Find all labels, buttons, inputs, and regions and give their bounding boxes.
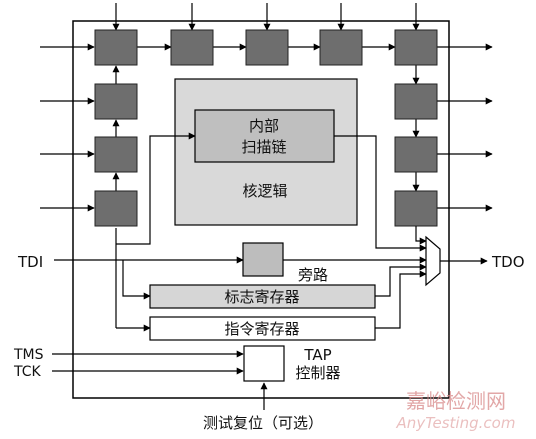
watermark-line2: AnyTesting.com (396, 414, 516, 432)
instruction-register-label: 指令寄存器 (224, 320, 299, 338)
watermark: 嘉峪检测网 AnyTesting.com (396, 389, 516, 432)
internal-chain-label-line2: 扫描链 (241, 138, 286, 156)
tms-label: TMS (13, 347, 44, 363)
boundary-cell (94, 136, 138, 173)
bypass-register (242, 242, 284, 277)
tap-label-line1: TAP (303, 346, 331, 364)
boundary-cell (94, 83, 138, 120)
boundary-cell (94, 29, 138, 66)
mux-input-routing (283, 135, 427, 329)
right-output-pins (437, 43, 493, 212)
tdi-routing (54, 132, 244, 332)
internal-scan-chain-block (194, 109, 335, 163)
tap-label-line2: 控制器 (295, 364, 340, 382)
tap-controller (243, 345, 285, 382)
internal-chain-label-line1: 内部 (249, 117, 279, 135)
boundary-cell (170, 29, 214, 66)
boundary-cell (394, 190, 438, 227)
boundary-cell (319, 29, 363, 66)
boundary-cell (94, 190, 138, 227)
tdo-label: TDO (491, 253, 525, 271)
left-input-pins (40, 43, 95, 212)
flag-register-label: 标志寄存器 (224, 288, 299, 306)
test-reset-label: 测试复位（可选） (203, 414, 323, 432)
boundary-cell (245, 29, 289, 66)
tck-label: TCK (13, 364, 42, 380)
boundary-cell (394, 136, 438, 173)
tap-input-routing (52, 350, 268, 410)
core-logic-label: 核逻辑 (242, 182, 287, 200)
boundary-cell (394, 29, 438, 66)
boundary-cell (394, 83, 438, 120)
tdi-label: TDI (17, 253, 43, 271)
boundary-chain-connections (112, 43, 420, 192)
top-input-pins (112, 3, 420, 31)
chip-boundary (72, 20, 450, 399)
boundary-scan-cells (94, 29, 438, 227)
watermark-line1: 嘉峪检测网 (406, 389, 506, 413)
bypass-label: 旁路 (298, 266, 328, 284)
output-multiplexer (425, 235, 441, 287)
